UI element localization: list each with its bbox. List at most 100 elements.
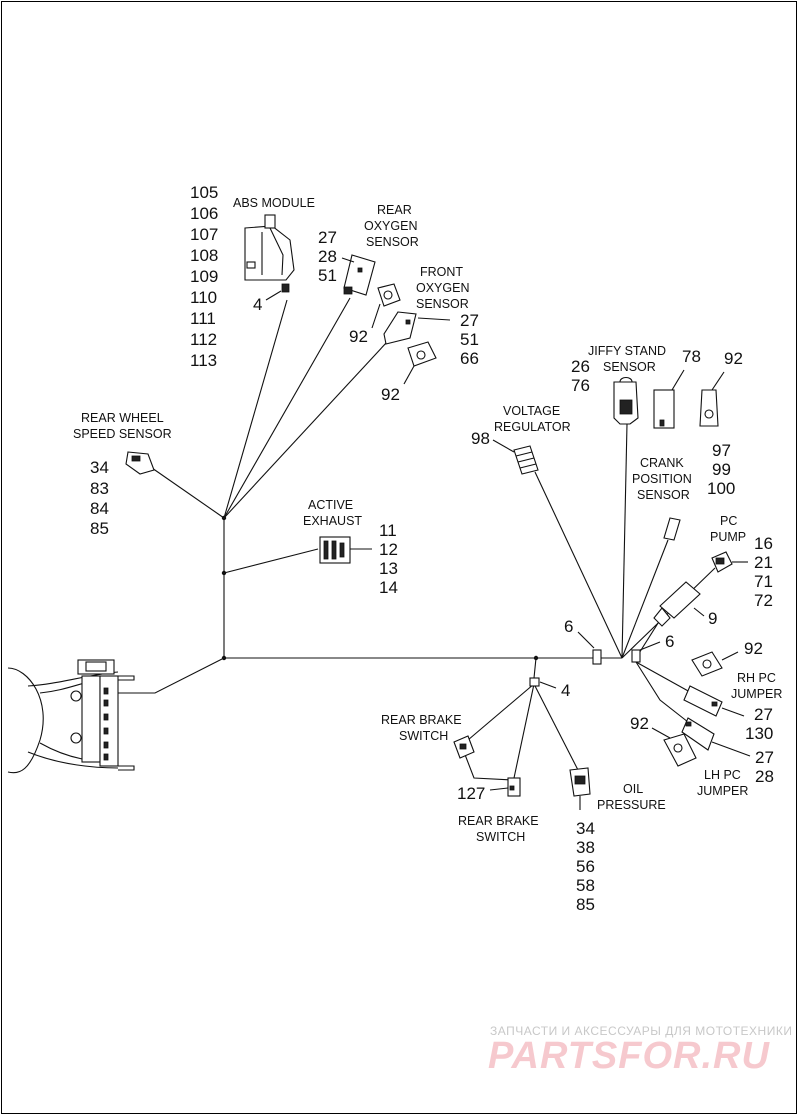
rear-wheel-speed-sensor: REAR WHEEL SPEED SENSOR 34 83 84 85 (73, 411, 172, 538)
rear-oxygen-label: REAR OXYGEN SENSOR (364, 203, 421, 249)
brake-drop-wire (533, 657, 537, 679)
frame-connector-wire (118, 657, 225, 694)
callout-number: 12 (379, 540, 398, 559)
callout-number: 100 (707, 479, 735, 498)
crank-sensor-connector (663, 517, 681, 541)
oil-pressure-wire (533, 683, 579, 771)
lh-pc-jumper: 92 27 28 LH PC JUMPER (630, 714, 774, 798)
callout-number: 105 (190, 183, 218, 202)
junction-dot (221, 515, 227, 521)
callout-number: 107 (190, 225, 218, 244)
crank-sensor-wire (621, 539, 669, 659)
callout-number: 34 (576, 819, 595, 838)
callout-number: 76 (571, 376, 590, 395)
wheel-speed-connector (125, 451, 155, 475)
abs-module: ABS MODULE 105 106 107 108 109 110 111 1… (190, 183, 315, 370)
callout-number: 97 (712, 441, 731, 460)
rh-pc-label: RH PC JUMPER (731, 671, 782, 701)
callout-number: 27 (754, 705, 773, 724)
callout-number: 11 (379, 521, 397, 540)
callout-number: 27 (460, 311, 479, 330)
callout-number: 4 (561, 681, 570, 700)
callout-number: 113 (190, 351, 217, 370)
oil-pressure-sensor: OIL PRESSURE 34 38 56 58 85 (569, 767, 666, 914)
rear-brake-switch: 4 REAR BRAKE SWITCH 127 REAR BRAKE SWITC… (381, 677, 570, 844)
callout-number: 78 (682, 347, 701, 366)
pc-pump-label: PC PUMP (710, 514, 746, 544)
front-oxygen-wire (223, 341, 388, 519)
pc-pump: PC PUMP 16 21 71 72 9 (653, 514, 773, 628)
callout-number: 13 (379, 559, 398, 578)
callout-number: 110 (190, 288, 217, 307)
callout-number: 130 (745, 724, 773, 743)
callout-number: 72 (754, 591, 773, 610)
front-oxygen-sensor: FRONT OXYGEN SENSOR 27 51 66 92 (381, 265, 479, 404)
abs-module-callouts: 105 106 107 108 109 110 111 112 113 (190, 183, 218, 370)
watermark-logo: PARTSFOR.RU (488, 1035, 770, 1077)
callout-number: 58 (576, 876, 595, 895)
callout-number: 38 (576, 838, 595, 857)
rear-oxygen-connector (343, 254, 376, 296)
callout-number: 28 (755, 767, 774, 786)
brake-switch-lower-label: REAR BRAKE SWITCH (458, 814, 542, 844)
callout-number: 27 (755, 748, 774, 767)
callout-number: 6 (665, 632, 674, 651)
rh-pc-jumper: 92 RH PC JUMPER 27 130 (683, 639, 782, 743)
crank-sensor-label: CRANK POSITION SENSOR (632, 456, 695, 502)
callout-number: 34 (90, 458, 109, 477)
callout-number: 84 (90, 499, 109, 518)
callout-number: 109 (190, 267, 218, 286)
pc-pump-body (659, 581, 701, 619)
callout-number: 98 (471, 429, 490, 448)
lh-pc-wire (635, 661, 689, 723)
active-exhaust: ACTIVE EXHAUST 11 12 13 14 (303, 498, 398, 597)
harness-clip-left (592, 649, 602, 665)
wheel-speed-wire (151, 467, 225, 519)
callout-number: 111 (190, 309, 216, 328)
front-oxygen-label: FRONT OXYGEN SENSOR (416, 265, 473, 311)
abs-module-body (244, 225, 295, 281)
brake-switch-lower-wire (513, 683, 535, 779)
abs-module-label: ABS MODULE (233, 196, 315, 210)
jiffy-stand-cap (699, 389, 719, 427)
callout-number: 92 (744, 639, 763, 658)
watermark: ЗАПЧАСТИ И АКСЕССУАРЫ ДЛЯ МОТОТЕХНИКИ PA… (488, 1024, 792, 1077)
callout-number: 92 (724, 349, 743, 368)
callout-number: 85 (576, 895, 595, 914)
callout-number: 28 (318, 247, 337, 266)
jiffy-stand-sensor: JIFFY STAND SENSOR 26 76 78 92 (571, 344, 743, 429)
crank-position-sensor: CRANK POSITION SENSOR 97 99 100 (632, 441, 735, 541)
active-exhaust-label: ACTIVE EXHAUST (303, 498, 362, 528)
callout-number: 92 (381, 385, 400, 404)
voltage-regulator-label: VOLTAGE REGULATOR (494, 404, 571, 434)
callout-number: 21 (754, 553, 773, 572)
callout-number: 83 (90, 479, 109, 498)
callout-number: 51 (460, 330, 479, 349)
rear-oxygen-wire (223, 297, 351, 519)
callout-number: 6 (564, 617, 573, 636)
jiffy-stand-label: JIFFY STAND SENSOR (588, 344, 670, 374)
brake-switch-upper-wire (467, 683, 535, 741)
voltage-regulator: VOLTAGE REGULATOR 98 (471, 404, 571, 475)
brake-link-wire (463, 751, 513, 781)
lh-pc-label: LH PC JUMPER (697, 768, 748, 798)
abs-wire (223, 299, 288, 519)
junction-dot (221, 570, 227, 576)
active-exhaust-wire (223, 548, 319, 574)
callout-number: 108 (190, 246, 218, 265)
chassis-frame-illustration (7, 659, 135, 774)
junction-dot (533, 655, 539, 661)
brake-switch-upper-label: REAR BRAKE SWITCH (381, 713, 465, 743)
callout-number: 66 (460, 349, 479, 368)
abs-clip-callout: 4 (253, 295, 262, 314)
harness-clip-right (631, 649, 641, 663)
callout-number: 92 (630, 714, 649, 733)
callout-number: 27 (318, 228, 337, 247)
rh-pc-wire (635, 661, 691, 693)
callout-number: 71 (754, 572, 773, 591)
callout-number: 112 (190, 330, 217, 349)
callout-number: 14 (379, 578, 398, 597)
voltage-regulator-wire (534, 471, 623, 659)
callout-number: 9 (708, 609, 717, 628)
